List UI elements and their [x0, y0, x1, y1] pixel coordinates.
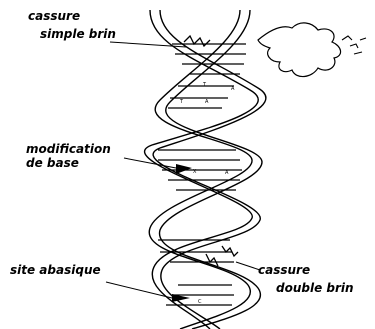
- base-pair-rungs: [158, 44, 246, 305]
- modified-base-marker: [176, 164, 192, 174]
- label-double-strand-break-1: cassure: [258, 263, 310, 277]
- base-letter-c: C: [198, 299, 202, 305]
- label-base-modification-1: modification: [26, 142, 111, 156]
- base-letter-a-1: A: [231, 86, 235, 92]
- frayed-strand: [258, 23, 341, 77]
- double-strand-break-mark: [206, 246, 238, 266]
- base-letter-x: X: [193, 169, 197, 175]
- label-single-strand-break-1: cassure: [28, 9, 80, 23]
- frayed-strand-fragments: [342, 36, 366, 54]
- base-letter-t-2: T: [179, 99, 184, 105]
- label-base-modification-2: de base: [26, 156, 79, 170]
- base-letter-t-1: T: [202, 82, 207, 88]
- label-single-strand-break-2: simple brin: [40, 27, 116, 41]
- label-abasic-site: site abasique: [10, 263, 101, 277]
- base-letter-a-2: A: [205, 99, 209, 105]
- label-double-strand-break-2: double brin: [276, 281, 354, 295]
- base-letter-a-3: A: [225, 170, 229, 176]
